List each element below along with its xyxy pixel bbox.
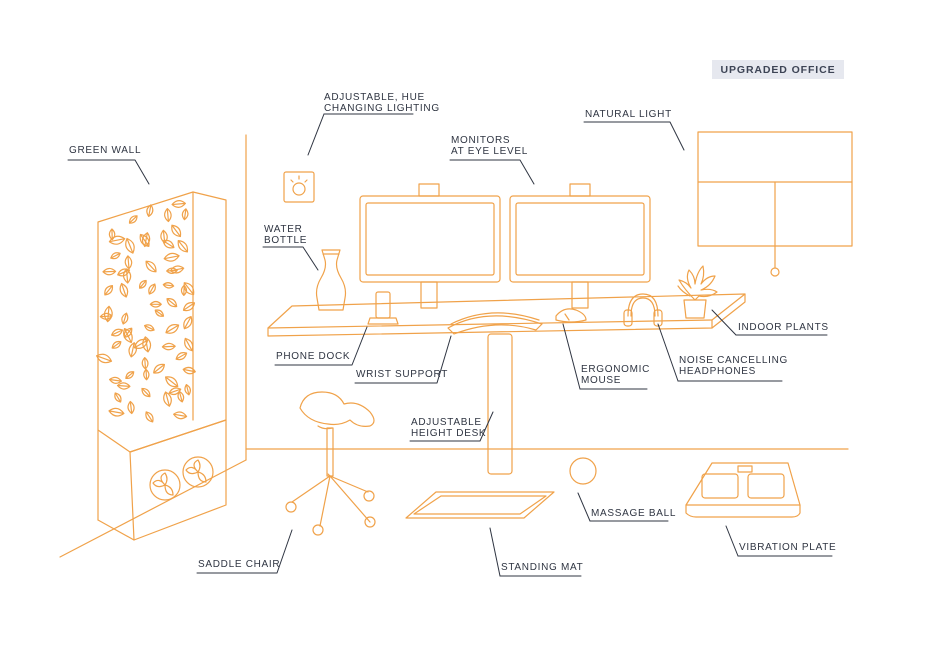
leaf-icon <box>184 337 194 352</box>
water-bottle-icon <box>315 249 347 311</box>
leaf-icon <box>182 366 196 375</box>
monitors-icon <box>359 183 651 309</box>
leaf-icon <box>145 411 154 423</box>
leaf-icon <box>169 265 185 274</box>
leaf-icon <box>163 252 180 262</box>
standing-mat-icon <box>405 491 555 519</box>
green-wall-icon <box>96 191 227 541</box>
leaf-icon <box>184 384 191 396</box>
label-desk: ADJUSTABLE HEIGHT DESK <box>411 417 487 439</box>
label-green-wall: GREEN WALL <box>69 145 142 156</box>
label-indoor-plants: INDOOR PLANTS <box>738 322 829 333</box>
leaf-icon <box>175 352 188 361</box>
leaf-icon <box>177 390 185 403</box>
leaf-icon <box>96 353 113 364</box>
leaf-icon <box>110 252 121 260</box>
leaf-icon <box>128 215 138 224</box>
desk-icon <box>267 293 746 475</box>
headphones-icon <box>623 293 663 327</box>
leaf-icon <box>142 336 152 353</box>
leaf-icon <box>99 312 113 320</box>
leaf-icon <box>102 267 117 276</box>
leaf-icon <box>180 284 188 296</box>
wrist-support-icon <box>447 312 543 335</box>
leaf-icon <box>182 302 196 312</box>
label-lighting: ADJUSTABLE, HUE CHANGING LIGHTING <box>324 92 440 114</box>
leaf-icon <box>165 376 179 388</box>
mouse-icon <box>555 308 587 323</box>
leaf-icon <box>171 224 182 238</box>
leaf-icon <box>146 204 154 217</box>
leaf-icon <box>110 328 124 337</box>
leaf-icon <box>143 368 150 381</box>
leaf-icon <box>141 232 151 248</box>
phone-dock-icon <box>367 291 399 325</box>
leaf-icon <box>161 342 176 351</box>
leaf-icon <box>108 407 125 417</box>
leaf-icon <box>162 239 175 249</box>
leaf-icon <box>121 312 129 325</box>
leaf-icon <box>171 200 186 208</box>
leaf-icon <box>183 316 193 330</box>
leaf-icon <box>104 285 114 296</box>
leaf-icon <box>153 363 165 374</box>
label-phone-dock: PHONE DOCK <box>276 351 351 362</box>
leaf-icon <box>173 411 188 420</box>
label-monitors: MONITORS AT EYE LEVEL <box>451 135 528 157</box>
leaf-icon <box>111 340 122 349</box>
label-saddle-chair: SADDLE CHAIR <box>198 559 281 570</box>
leaf-icon <box>123 328 133 344</box>
label-natural-light: NATURAL LIGHT <box>585 109 672 120</box>
leader-lines <box>67 113 833 577</box>
leaf-icon <box>163 391 172 407</box>
leaf-icon <box>125 237 135 254</box>
leaf-icon <box>168 387 182 396</box>
leaf-icon <box>145 260 157 273</box>
leaf-icon <box>114 392 122 403</box>
label-standing-mat: STANDING MAT <box>501 562 584 573</box>
leaf-icon <box>116 382 131 390</box>
label-vibration-plate: VIBRATION PLATE <box>739 542 837 553</box>
plant-icon <box>677 265 718 319</box>
leaf-icon <box>181 208 189 221</box>
leaf-icon <box>108 235 126 245</box>
leaf-icon <box>144 324 155 332</box>
diagram-title-badge: UPGRADED OFFICE <box>712 60 844 79</box>
window-icon <box>697 131 853 277</box>
leaf-icon <box>177 240 189 253</box>
leaf-icon <box>148 283 156 295</box>
leaf-icon <box>162 282 175 289</box>
leaf-icon <box>119 282 129 298</box>
label-wrist-support: WRIST SUPPORT <box>356 369 449 380</box>
label-ergonomic-mouse: ERGONOMIC MOUSE <box>581 364 651 386</box>
leaf-icon <box>139 233 150 247</box>
leaf-icon <box>141 357 149 370</box>
room-walls <box>59 134 849 558</box>
label-headphones: NOISE CANCELLING HEADPHONES <box>679 355 789 377</box>
saddle-chair-icon <box>285 391 376 536</box>
massage-ball-icon <box>569 457 597 485</box>
label-water-bottle: WATER BOTTLE <box>264 224 308 246</box>
leaf-icon <box>124 255 133 270</box>
leaf-icon <box>128 342 138 358</box>
lighting-control-icon <box>283 171 315 203</box>
leaf-icon <box>154 309 165 317</box>
leaf-icon <box>141 387 151 398</box>
leaf-icon <box>139 279 147 289</box>
leaf-icon <box>125 371 135 379</box>
label-massage-ball: MASSAGE BALL <box>591 508 677 519</box>
leaf-icon <box>127 400 135 415</box>
leaf-icon <box>122 268 132 284</box>
leaf-icon <box>165 324 180 334</box>
leaf-icon <box>164 208 172 223</box>
leaf-icon <box>108 376 122 384</box>
leaf-icon <box>149 300 162 308</box>
vibration-plate-icon <box>685 462 801 518</box>
leaf-icon <box>166 298 178 308</box>
